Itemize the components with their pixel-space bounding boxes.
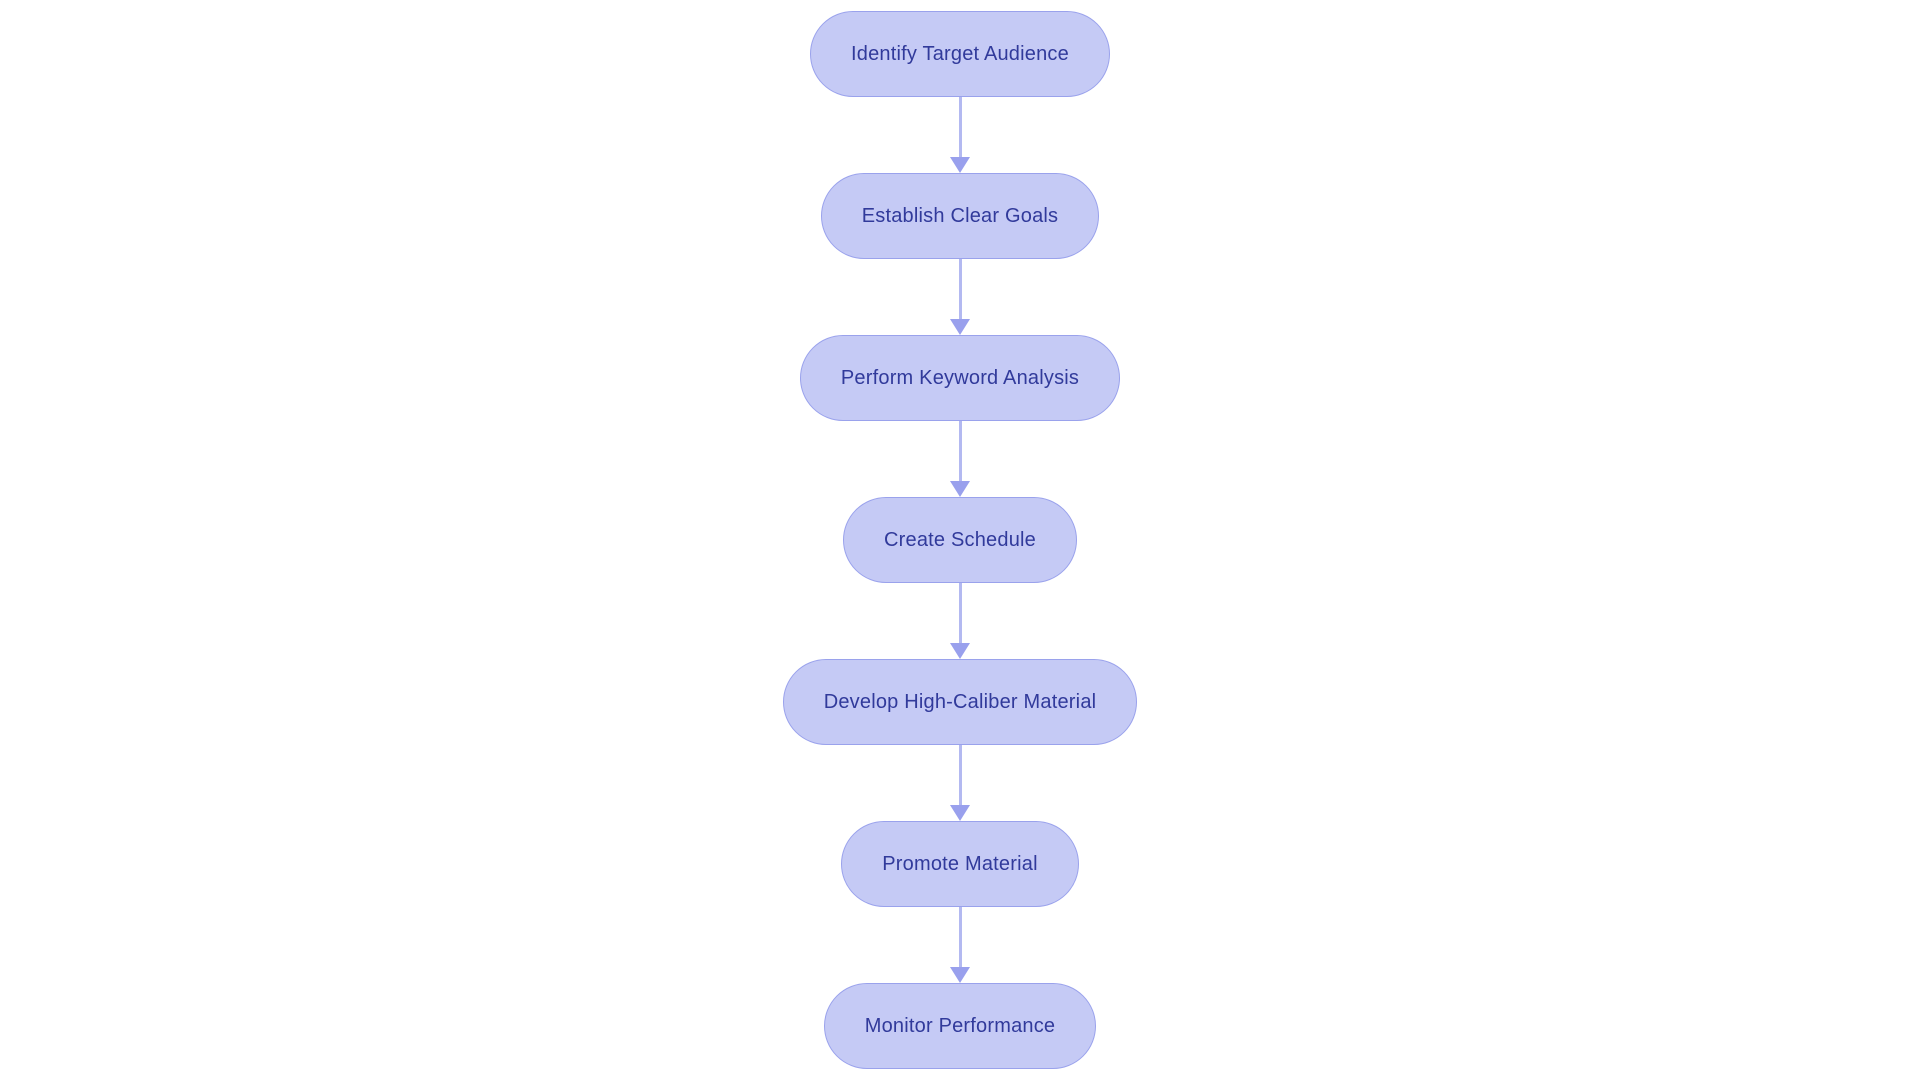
arrow-head-icon <box>950 643 970 659</box>
flowchart-node-label: Develop High-Caliber Material <box>823 690 1097 713</box>
arrow-head-icon <box>950 967 970 983</box>
flowchart-node-n2: Establish Clear Goals <box>820 173 1100 259</box>
flow-edge <box>950 907 970 983</box>
flowchart-node-label: Perform Keyword Analysis <box>840 366 1080 389</box>
flowchart-node-n3: Perform Keyword Analysis <box>799 335 1121 421</box>
arrow-line <box>958 583 962 643</box>
arrow-line <box>958 421 962 481</box>
flowchart-node-label: Identify Target Audience <box>851 42 1069 65</box>
flowchart-node-n1: Identify Target Audience <box>810 11 1110 97</box>
arrow-line <box>958 97 962 157</box>
arrow-head-icon <box>950 481 970 497</box>
flow-edge <box>950 259 970 335</box>
flow-edge <box>950 583 970 659</box>
flowchart-node-n4: Create Schedule <box>843 497 1077 583</box>
arrow-line <box>958 259 962 319</box>
flow-edge <box>950 97 970 173</box>
flow-edge <box>950 745 970 821</box>
flowchart-node-n6: Promote Material <box>841 821 1079 907</box>
flowchart-node-n5: Develop High-Caliber Material <box>782 659 1138 745</box>
arrow-head-icon <box>950 157 970 173</box>
flow-edge <box>950 421 970 497</box>
arrow-line <box>958 745 962 805</box>
flowchart-node-label: Create Schedule <box>884 528 1036 551</box>
flowchart-node-label: Monitor Performance <box>864 1014 1056 1037</box>
flowchart-node-label: Establish Clear Goals <box>861 204 1059 227</box>
flowchart-node-n7: Monitor Performance <box>823 983 1097 1069</box>
flowchart-node-label: Promote Material <box>882 852 1038 875</box>
arrow-head-icon <box>950 319 970 335</box>
arrow-line <box>958 907 962 967</box>
arrow-head-icon <box>950 805 970 821</box>
